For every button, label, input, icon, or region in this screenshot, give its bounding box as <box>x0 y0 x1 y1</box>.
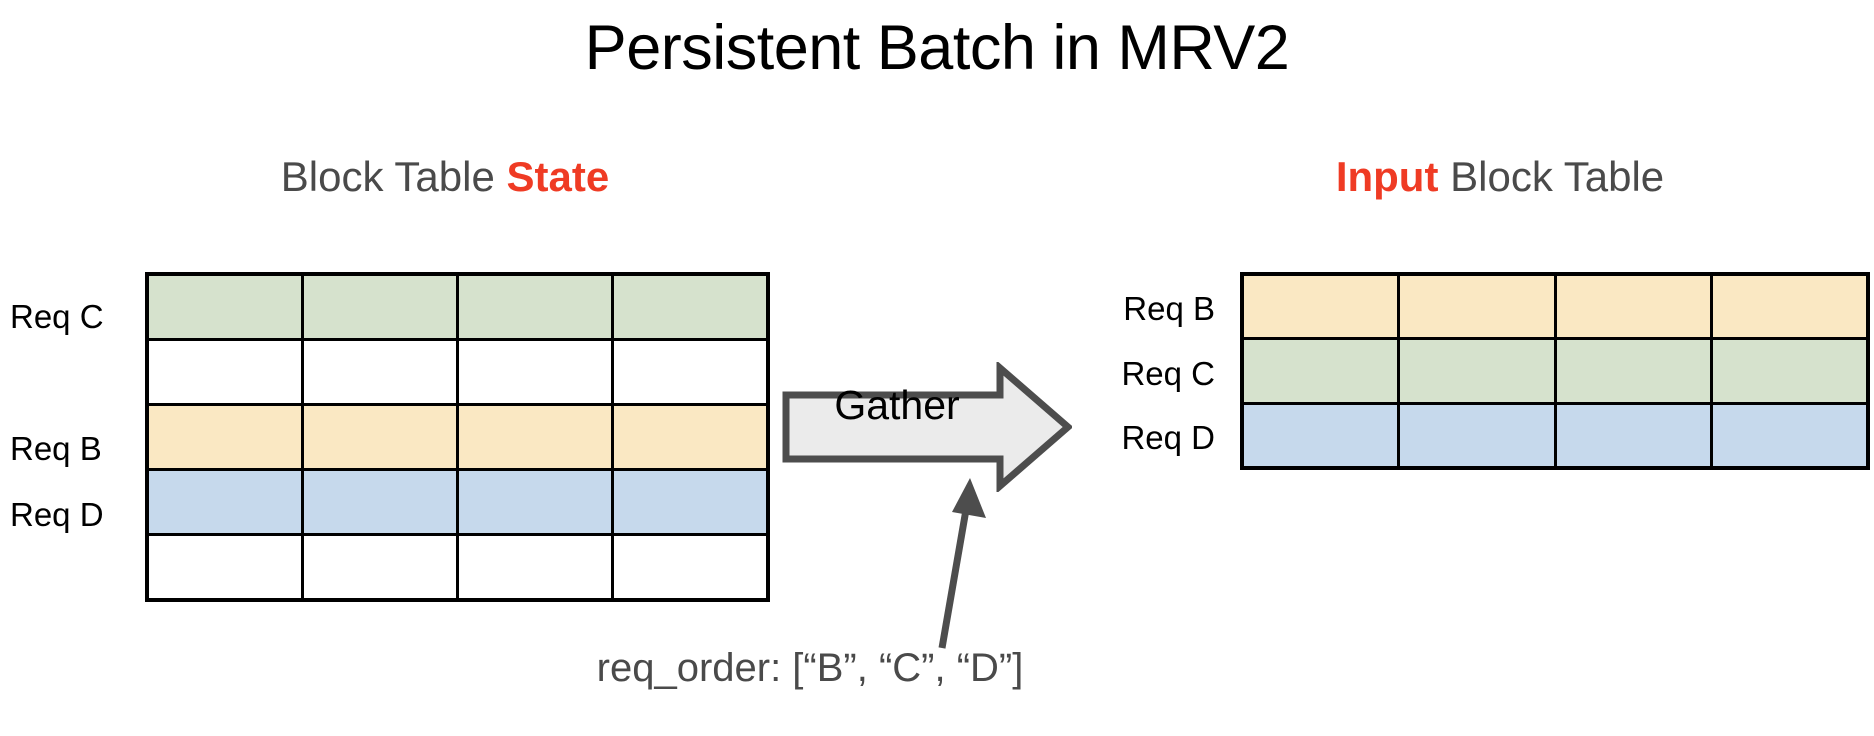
right-row-label-req-d: Req D <box>1121 419 1215 456</box>
right-heading-emphasis: Input <box>1335 153 1439 200</box>
block-cell <box>1400 404 1554 466</box>
block-cell <box>149 341 301 403</box>
block-table-state-grid <box>145 272 770 602</box>
input-block-table-grid <box>1240 272 1870 470</box>
block-cell <box>304 536 456 598</box>
block-cell <box>459 276 611 338</box>
block-cell <box>304 406 456 468</box>
block-cell <box>1244 340 1398 402</box>
block-cell <box>1556 276 1710 338</box>
left-heading-prefix: Block Table <box>280 153 507 200</box>
block-cell <box>459 406 611 468</box>
block-cell <box>459 536 611 598</box>
block-cell <box>1712 276 1866 338</box>
left-row-label-req-c: Req C <box>10 298 104 335</box>
block-cell <box>459 341 611 403</box>
req-order-pointer-arrow-icon <box>938 478 986 649</box>
block-cell <box>1556 340 1710 402</box>
block-cell <box>1244 404 1398 466</box>
block-cell <box>614 276 766 338</box>
block-cell <box>1712 404 1866 466</box>
block-cell <box>614 536 766 598</box>
block-cell <box>304 471 456 533</box>
page-title: Persistent Batch in MRV2 <box>584 13 1290 83</box>
block-cell <box>149 406 301 468</box>
left-heading-emphasis: State <box>506 153 610 200</box>
block-cell <box>1400 276 1554 338</box>
block-cell <box>149 471 301 533</box>
right-heading-suffix: Block Table <box>1438 153 1665 200</box>
left-panel-heading: Block Table State <box>165 156 725 198</box>
block-cell <box>149 536 301 598</box>
gather-label: Gather <box>834 382 960 428</box>
block-cell <box>1400 340 1554 402</box>
block-cell <box>1244 276 1398 338</box>
req-order-caption: req_order: [“B”, “C”, “D”] <box>596 646 1024 690</box>
left-row-label-req-b: Req B <box>10 430 102 467</box>
right-panel-heading: Input Block Table <box>1210 156 1790 198</box>
block-cell <box>304 276 456 338</box>
block-cell <box>304 341 456 403</box>
right-row-label-req-b: Req B <box>1123 290 1215 327</box>
block-cell <box>149 276 301 338</box>
block-cell <box>614 406 766 468</box>
block-cell <box>614 341 766 403</box>
left-row-label-req-d: Req D <box>10 496 104 533</box>
block-cell <box>614 471 766 533</box>
gather-arrow-icon <box>782 362 1072 492</box>
block-cell <box>1556 404 1710 466</box>
right-row-label-req-c: Req C <box>1121 355 1215 392</box>
block-cell <box>1712 340 1866 402</box>
block-cell <box>459 471 611 533</box>
